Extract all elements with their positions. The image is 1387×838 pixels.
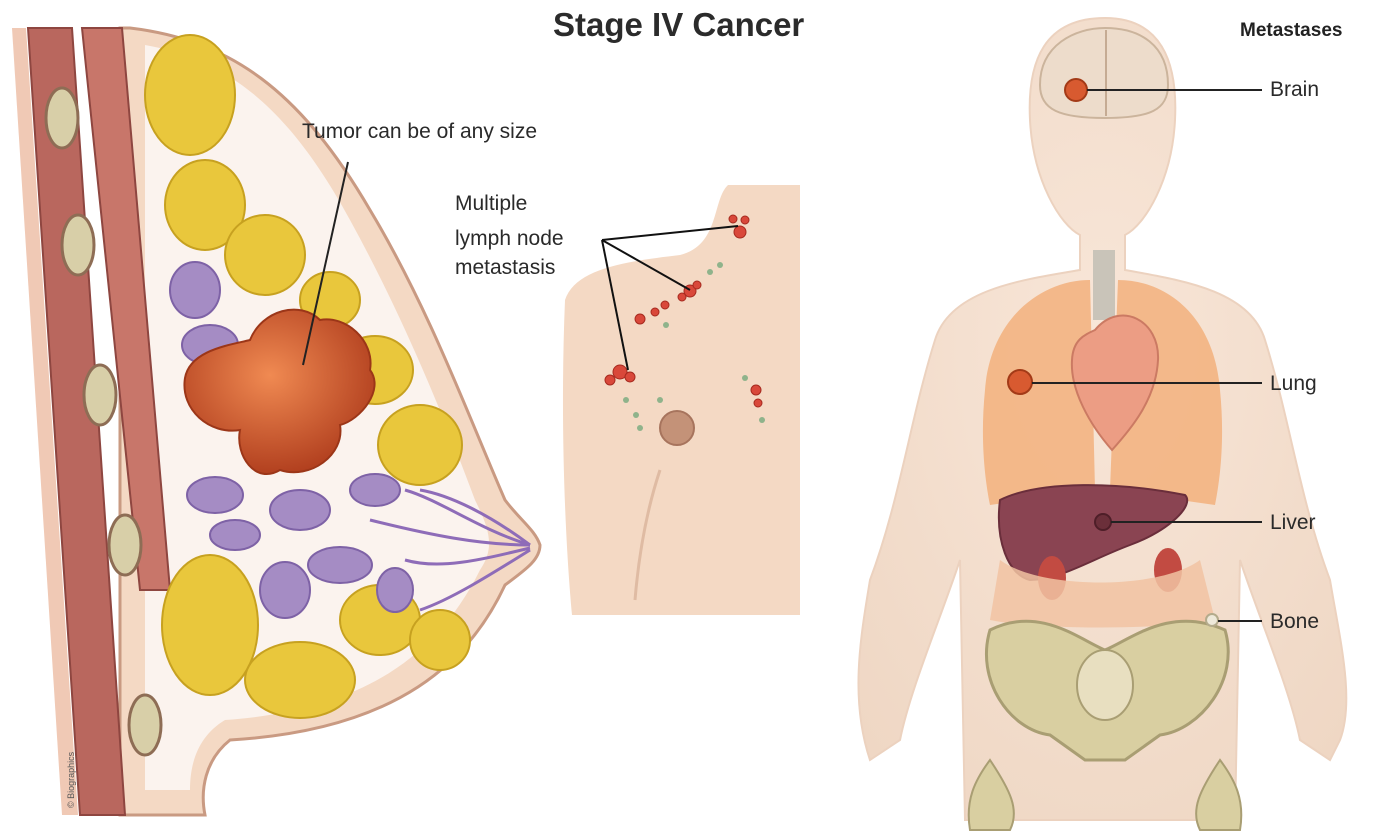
copyright-credit: © Biographics <box>66 752 76 808</box>
metastasis-label-brain: Brain <box>1270 78 1319 102</box>
body-illustration <box>858 18 1346 830</box>
bone-metastasis <box>1206 614 1218 626</box>
breast-cross-section <box>12 28 540 815</box>
metastasis-label-bone: Bone <box>1270 610 1319 634</box>
metastases-header: Metastases <box>1240 20 1342 42</box>
metastasis-label-lung: Lung <box>1270 372 1317 396</box>
lymph-label-line1: Multiple <box>455 192 527 216</box>
brain-metastasis <box>1065 79 1087 101</box>
lung-metastasis <box>1008 370 1032 394</box>
nipple <box>660 411 694 445</box>
liver-metastasis <box>1095 514 1111 530</box>
metastasis-label-liver: Liver <box>1270 511 1316 535</box>
lymph-label-line3: metastasis <box>455 256 555 280</box>
lymph-label-line2: lymph node <box>455 227 564 251</box>
tumor-label: Tumor can be of any size <box>302 120 537 144</box>
diagram-title: Stage IV Cancer <box>553 6 804 44</box>
torso-lymph-illustration <box>563 185 800 615</box>
